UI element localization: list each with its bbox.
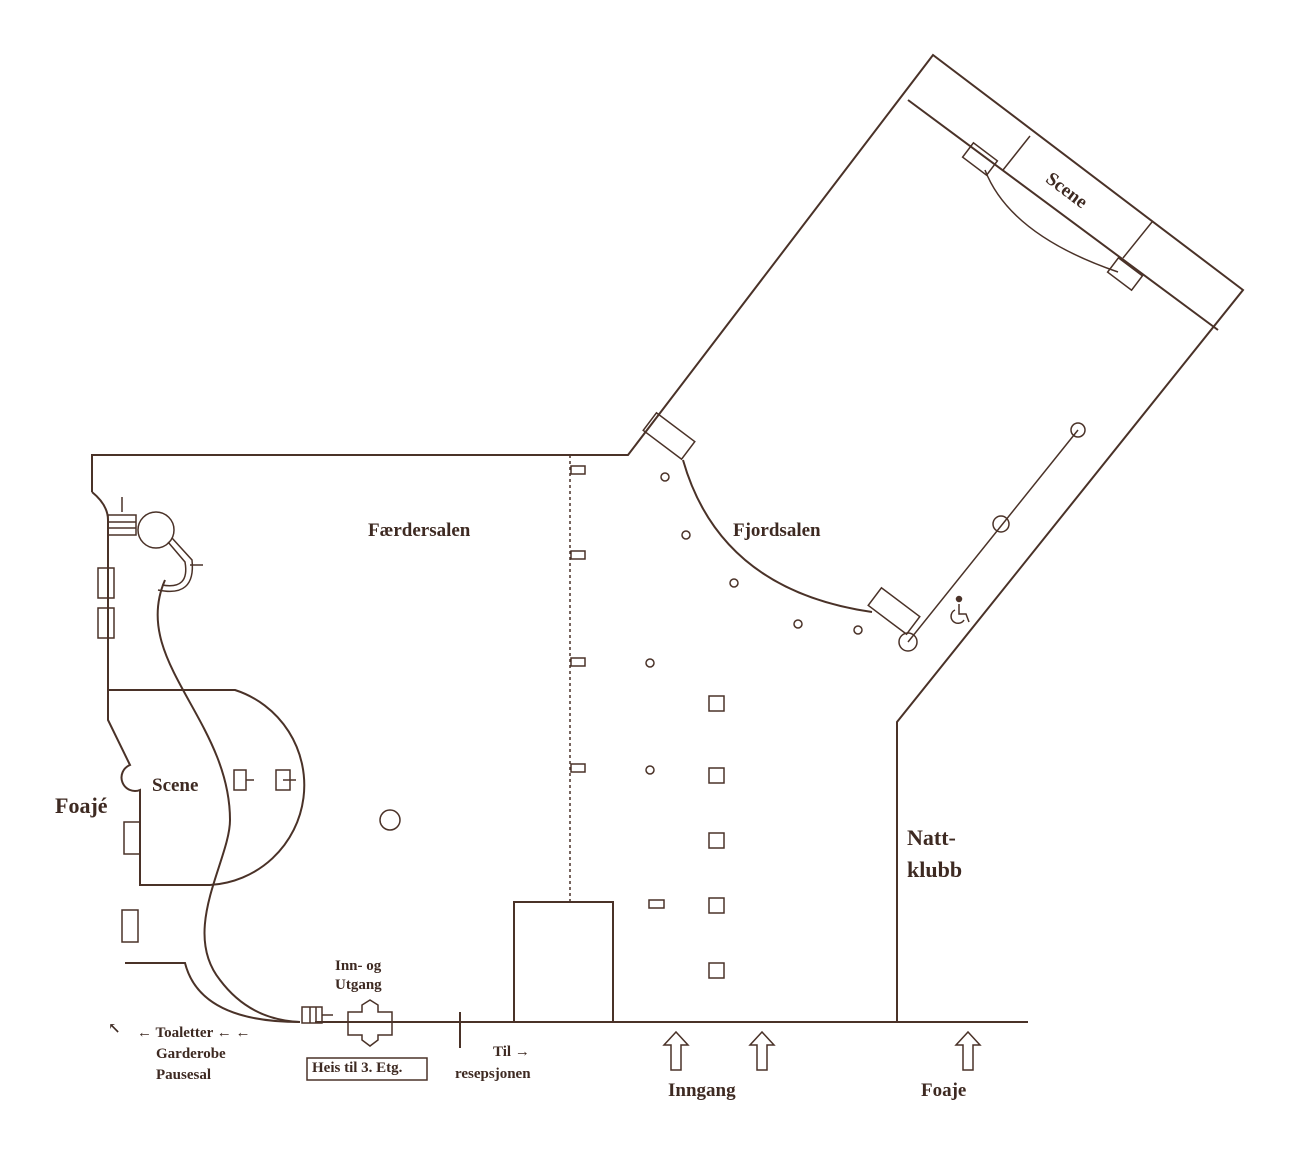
fjordsalen-stage-line [907, 99, 1219, 331]
label-inn-og: Inn- og [335, 958, 382, 974]
spiral-stair-icon [107, 497, 203, 593]
label-til: Til → [493, 1044, 530, 1060]
label-utgang: Utgang [335, 977, 382, 993]
pillars [570, 465, 725, 979]
label-pausesal: Pausesal [156, 1067, 212, 1083]
entrance-arrow-icon [662, 1030, 982, 1071]
bar-counter [513, 901, 614, 1023]
elevator-label-box [306, 1057, 428, 1081]
outer-foyer-wall [125, 962, 301, 1023]
stage-front-arc [984, 169, 1119, 273]
room-label-fjordsalen: Fjordsalen [733, 520, 821, 541]
room-label-faerdersalen: Færdersalen [368, 520, 471, 541]
column-line [907, 429, 1079, 643]
fjordsalen-arc [682, 459, 873, 613]
foyer-curve [156, 579, 301, 1023]
room-label-scene-left: Scene [152, 775, 199, 796]
label-inngang: Inngang [668, 1080, 736, 1101]
door-icons [97, 567, 333, 1024]
label-garderobe: Garderobe [156, 1046, 226, 1062]
room-label-foaje: Foajé [55, 793, 108, 818]
label-heis: Heis til 3. Etg. [312, 1060, 403, 1076]
label-foaje-bottom: Foaje [921, 1080, 967, 1101]
wheelchair-icon [950, 595, 970, 625]
stage-divider [1002, 135, 1153, 259]
left-wall [91, 491, 210, 886]
outer-wall [91, 53, 1245, 1022]
stair-icon [642, 141, 1144, 636]
room-label-nattklubb-2: klubb [907, 857, 963, 882]
column-circles [379, 422, 1086, 831]
left-scene-edge [108, 689, 306, 886]
label-resepsjonen: resepsjonen [455, 1066, 531, 1082]
room-label-nattklubb-1: Natt- [907, 825, 956, 850]
elevator-icon [347, 999, 393, 1047]
label-nw-arrow: ↖ [108, 1021, 121, 1037]
label-toaletter: ← Toaletter ← ← [137, 1025, 251, 1041]
